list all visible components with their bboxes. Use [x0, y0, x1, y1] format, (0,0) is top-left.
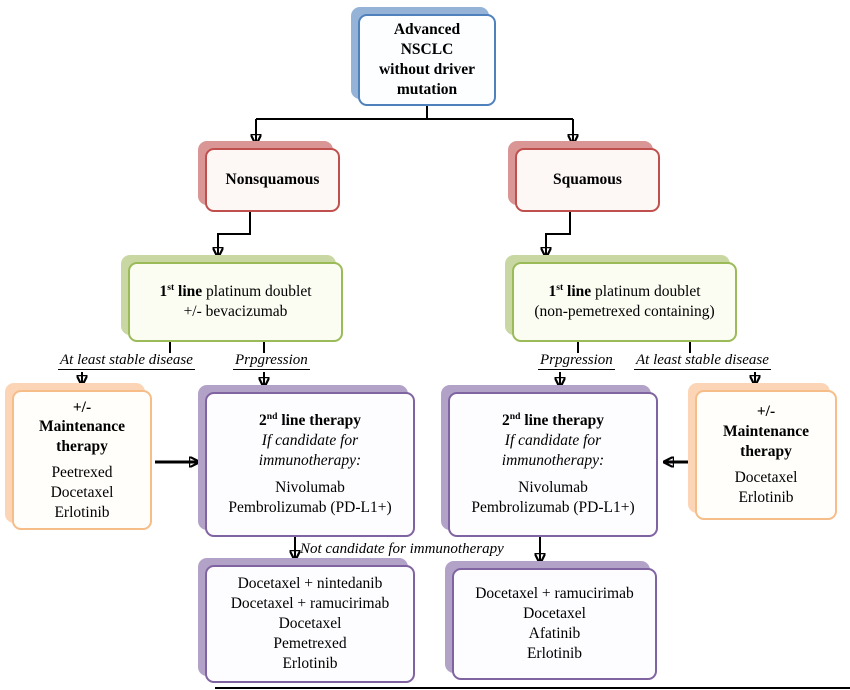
edge-label-progression-right: Prpgression — [538, 352, 615, 370]
maintenance-drugs: Peetrexed Docetaxel Erlotinib — [50, 464, 114, 521]
node-third-line-squamous: Docetaxel + ramucirimab Docetaxel Afatin… — [452, 568, 657, 680]
bottom-rule — [215, 687, 850, 689]
node-squamous-label: Squamous — [553, 171, 622, 189]
node-first-line-squamous-content: 1st line platinum doublet (non-pemetrexe… — [534, 282, 714, 322]
node-second-line-nonsquamous-content: 2nd line therapy If candidate for immuno… — [228, 411, 391, 518]
node-nonsquamous: Nonsquamous — [205, 148, 340, 212]
arrow-root-split — [256, 106, 573, 120]
node-nonsquamous-label: Nonsquamous — [225, 171, 320, 189]
node-second-line-squamous-content: 2nd line therapy If candidate for immuno… — [471, 411, 634, 518]
node-first-line-squamous: 1st line platinum doublet (non-pemetrexe… — [512, 262, 737, 342]
node-second-line-nonsquamous: 2nd line therapy If candidate for immuno… — [205, 392, 415, 537]
second-line-condition: If candidate for immunotherapy: — [501, 431, 605, 469]
first-line-subtitle: +/- bevacizumab — [183, 303, 288, 320]
second-line-title: 2nd line therapy — [502, 410, 604, 429]
maintenance-header: +/- Maintenance therapy — [722, 403, 810, 461]
edge-label-stable-right: At least stable disease — [634, 352, 771, 370]
node-maintenance-nonsquamous: +/- Maintenance therapy Peetrexed Doceta… — [12, 390, 152, 530]
edge-label-not-candidate: Not candidate for immunotherapy — [300, 541, 504, 557]
edge-label-stable-left: At least stable disease — [58, 352, 195, 370]
node-squamous: Squamous — [515, 148, 660, 212]
node-maintenance-nonsquamous-content: +/- Maintenance therapy Peetrexed Doceta… — [20, 398, 144, 523]
second-line-drugs: Nivolumab Pembrolizumab (PD-L1+) — [228, 479, 392, 517]
node-advanced-nsclc-label: Advanced NSCLC without driver mutation — [378, 21, 475, 98]
node-maintenance-squamous-content: +/- Maintenance therapy Docetaxel Erloti… — [703, 402, 829, 507]
third-line-drugs: Docetaxel + nintedanib Docetaxel + ramuc… — [230, 575, 390, 672]
first-line-title: 1st line platinum doublet — [548, 282, 701, 301]
second-line-condition: If candidate for immunotherapy: — [258, 431, 362, 469]
node-first-line-nonsquamous-content: 1st line platinum doublet +/- bevacizuma… — [159, 282, 311, 322]
node-second-line-squamous: 2nd line therapy If candidate for immuno… — [448, 392, 658, 537]
node-maintenance-squamous: +/- Maintenance therapy Docetaxel Erloti… — [695, 390, 837, 520]
arrow-squamous-to-firstline — [546, 212, 571, 257]
first-line-title: 1st line platinum doublet — [159, 282, 312, 301]
maintenance-drugs: Docetaxel Erlotinib — [734, 468, 798, 506]
arrow-nonsquamous-to-firstline — [218, 212, 251, 257]
node-third-line-nonsquamous: Docetaxel + nintedanib Docetaxel + ramuc… — [205, 565, 415, 683]
third-line-drugs: Docetaxel + ramucirimab Docetaxel Afatin… — [475, 585, 634, 662]
maintenance-header: +/- Maintenance therapy — [38, 398, 126, 456]
node-advanced-nsclc: Advanced NSCLC without driver mutation — [358, 14, 496, 106]
second-line-drugs: Nivolumab Pembrolizumab (PD-L1+) — [471, 479, 635, 517]
edge-label-progression-left: Prpgression — [233, 352, 310, 370]
node-first-line-nonsquamous: 1st line platinum doublet +/- bevacizuma… — [128, 262, 343, 342]
first-line-subtitle: (non-pemetrexed containing) — [534, 303, 715, 320]
second-line-title: 2nd line therapy — [259, 410, 361, 429]
